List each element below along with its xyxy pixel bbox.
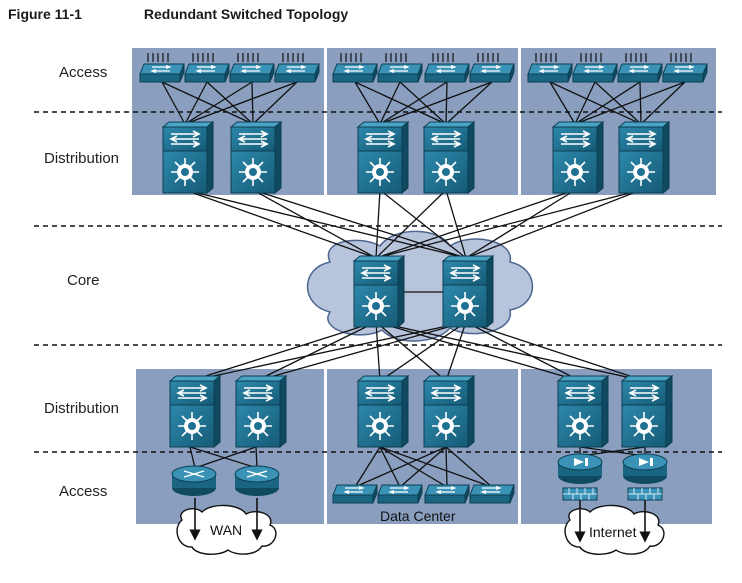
layer-label-core: Core bbox=[67, 272, 100, 289]
figure-number: Figure 11-1 bbox=[8, 6, 82, 22]
multilayer-switch bbox=[618, 121, 670, 194]
access-switch bbox=[332, 484, 378, 504]
wan-pod-panel bbox=[136, 369, 324, 524]
figure-header: Figure 11-1 Redundant Switched Topology bbox=[8, 6, 348, 22]
access-switch bbox=[424, 63, 470, 83]
access-switch bbox=[377, 63, 423, 83]
access-switch bbox=[662, 63, 708, 83]
figure-title: Redundant Switched Topology bbox=[143, 6, 349, 22]
links bbox=[161, 81, 686, 488]
layer-label-access-top: Access bbox=[59, 64, 108, 81]
access-switch bbox=[139, 63, 185, 83]
access-switch bbox=[469, 63, 515, 83]
multilayer-switch bbox=[423, 121, 475, 194]
access-switch bbox=[184, 63, 230, 83]
layer-label-distribution-bottom: Distribution bbox=[44, 400, 120, 417]
access-switch bbox=[332, 63, 378, 83]
internet-label: Internet bbox=[589, 524, 637, 540]
layer-label-distribution-top: Distribution bbox=[44, 150, 120, 167]
multilayer-switch bbox=[162, 121, 214, 194]
internet-cloud bbox=[564, 500, 665, 555]
access-switch bbox=[424, 484, 470, 504]
access-switch bbox=[377, 484, 423, 504]
core-switch bbox=[353, 255, 405, 328]
access-switch bbox=[617, 63, 663, 83]
data-center-label: Data Center bbox=[380, 508, 456, 524]
core-switch bbox=[442, 255, 494, 328]
multilayer-switch bbox=[552, 121, 604, 194]
access-switch bbox=[527, 63, 573, 83]
port-ticks bbox=[147, 53, 692, 62]
multilayer-switch bbox=[235, 375, 287, 448]
core-cloud bbox=[306, 230, 534, 342]
firewall-brick bbox=[627, 487, 663, 501]
access-switch bbox=[229, 63, 275, 83]
router bbox=[234, 465, 280, 497]
multilayer-switch bbox=[621, 375, 673, 448]
multilayer-switch bbox=[357, 121, 409, 194]
router bbox=[171, 465, 217, 497]
multilayer-switch bbox=[557, 375, 609, 448]
layer-label-access-bottom: Access bbox=[59, 483, 108, 500]
multilayer-switch bbox=[230, 121, 282, 194]
access-switch bbox=[572, 63, 618, 83]
access-switch bbox=[274, 63, 320, 83]
firewall-brick bbox=[562, 487, 598, 501]
multilayer-switch bbox=[169, 375, 221, 448]
firewall-appliance bbox=[557, 453, 603, 485]
multilayer-switch bbox=[423, 375, 475, 448]
multilayer-switch bbox=[357, 375, 409, 448]
wan-cloud bbox=[176, 498, 277, 555]
wan-label: WAN bbox=[210, 522, 243, 538]
firewall-appliance bbox=[622, 453, 668, 485]
access-switch bbox=[469, 484, 515, 504]
internet-pod-panel bbox=[521, 369, 712, 524]
